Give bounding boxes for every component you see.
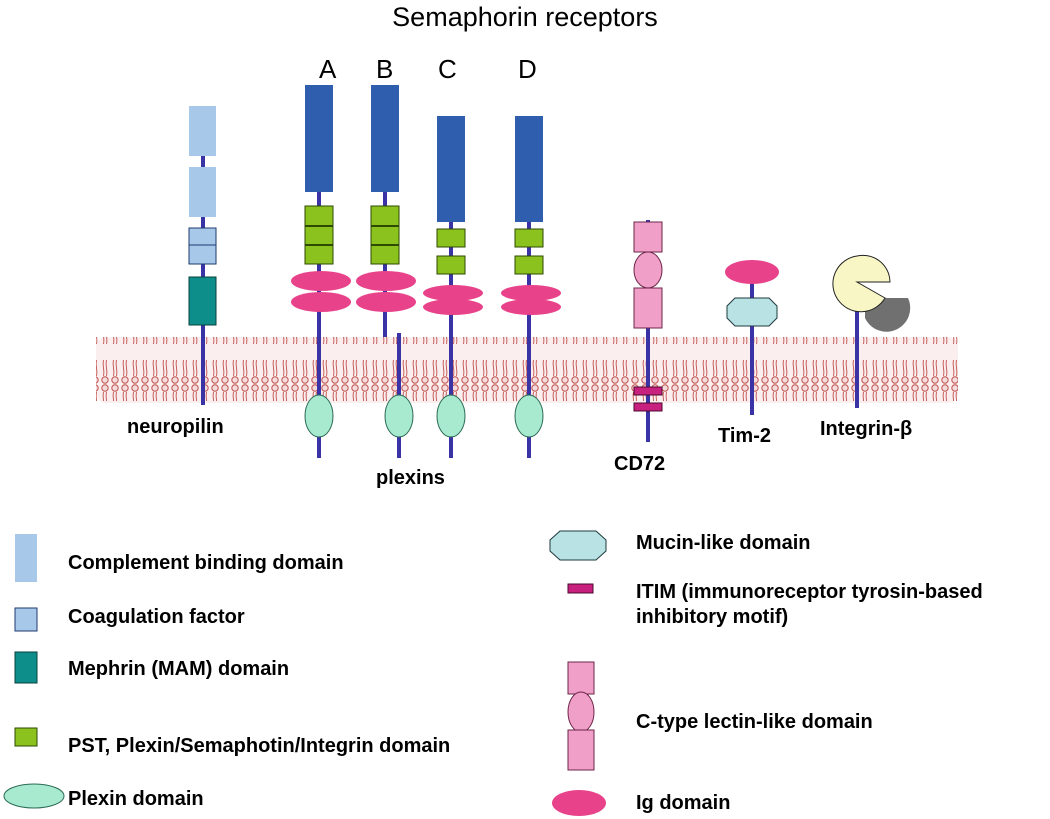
legend-mucin-like: Mucin-like domain	[636, 532, 811, 554]
plexin-class-d-label: D	[518, 54, 537, 84]
legend-itim-line2: inhibitory motif)	[636, 606, 789, 628]
pst-domain	[304, 205, 334, 265]
coagulation-factor-swatch	[14, 607, 38, 632]
pst-domain	[436, 255, 466, 275]
integrin-head	[832, 254, 891, 313]
mucin-like-domain	[726, 297, 778, 327]
mephrin-mam-domain	[188, 276, 217, 326]
ig-domain	[501, 299, 561, 315]
ig-domain	[356, 271, 416, 291]
plexin-domain	[384, 394, 414, 438]
sema-domain	[515, 116, 543, 222]
sema-domain	[305, 85, 333, 192]
lectin-domain-swatch	[567, 729, 595, 771]
pst-domain	[370, 205, 400, 265]
sema-domain	[437, 116, 465, 222]
mephrin-mam-domain-swatch	[14, 651, 38, 684]
integrin-beta-label: Integrin-β	[820, 418, 913, 440]
plexin-c-receptor	[423, 116, 483, 458]
itim-motif	[633, 386, 663, 396]
plexin-a-receptor	[291, 85, 351, 458]
plexin-class-a-label: A	[319, 54, 337, 84]
tim2-label: Tim-2	[718, 425, 771, 447]
pst-domain	[514, 228, 544, 248]
plexins-label: plexins	[376, 467, 445, 489]
lectin-domain	[633, 287, 663, 329]
ig-domain	[501, 285, 561, 301]
plexin-d-receptor	[501, 116, 561, 458]
ig-domain	[291, 292, 351, 312]
cd72-label: CD72	[614, 453, 666, 475]
legend-ig-domain: Ig domain	[636, 792, 731, 814]
plexin-domain	[436, 394, 466, 438]
pst-domain	[514, 255, 544, 275]
lectin-domain	[633, 251, 663, 289]
complement-binding-domain	[189, 167, 216, 217]
tim2-receptor	[725, 260, 779, 415]
legend-mephrin-mam: Mephrin (MAM) domain	[68, 658, 290, 680]
itim-swatch	[567, 583, 594, 594]
ig-domain	[725, 260, 779, 284]
itim-motif	[633, 402, 663, 412]
legend-icons	[3, 530, 607, 816]
plexin-domain-swatch	[3, 783, 65, 809]
complement-binding-domain-swatch	[15, 534, 37, 582]
pst-domain-swatch	[14, 727, 38, 747]
ig-domain-swatch	[552, 790, 606, 816]
diagram-title: Semaphorin receptors	[392, 2, 658, 32]
plexin-class-b-label: B	[376, 54, 394, 84]
neuropilin-label: neuropilin	[127, 416, 224, 438]
ig-domain	[423, 285, 483, 301]
complement-binding-domain	[189, 106, 216, 156]
legend-coagulation-factor: Coagulation factor	[68, 606, 245, 628]
legend-complement-binding: Complement binding domain	[68, 552, 344, 574]
legend-plexin-domain: Plexin domain	[68, 788, 204, 810]
mucin-like-domain-swatch	[549, 530, 607, 561]
coagulation-factor-domain	[188, 227, 217, 265]
lectin-domain-swatch	[567, 661, 595, 695]
cd72-receptor	[633, 220, 663, 442]
legend-c-type-lectin: C-type lectin-like domain	[636, 711, 873, 733]
plexin-domain	[304, 394, 334, 438]
plexin-b-receptor	[356, 85, 416, 458]
plexin-domain	[514, 394, 544, 438]
ig-domain	[356, 292, 416, 312]
lectin-domain	[633, 221, 663, 253]
legend-itim-line1: ITIM (immunoreceptor tyrosin-based	[636, 581, 983, 603]
neuropilin-receptor	[188, 106, 217, 405]
plexin-class-c-label: C	[438, 54, 457, 84]
legend-pst-domain: PST, Plexin/Semaphotin/Integrin domain	[68, 735, 451, 757]
pst-domain	[436, 228, 466, 248]
ig-domain	[291, 271, 351, 291]
ig-domain	[423, 299, 483, 315]
lectin-domain-swatch	[567, 691, 595, 733]
sema-domain	[371, 85, 399, 192]
integrin-beta-receptor	[832, 254, 911, 408]
